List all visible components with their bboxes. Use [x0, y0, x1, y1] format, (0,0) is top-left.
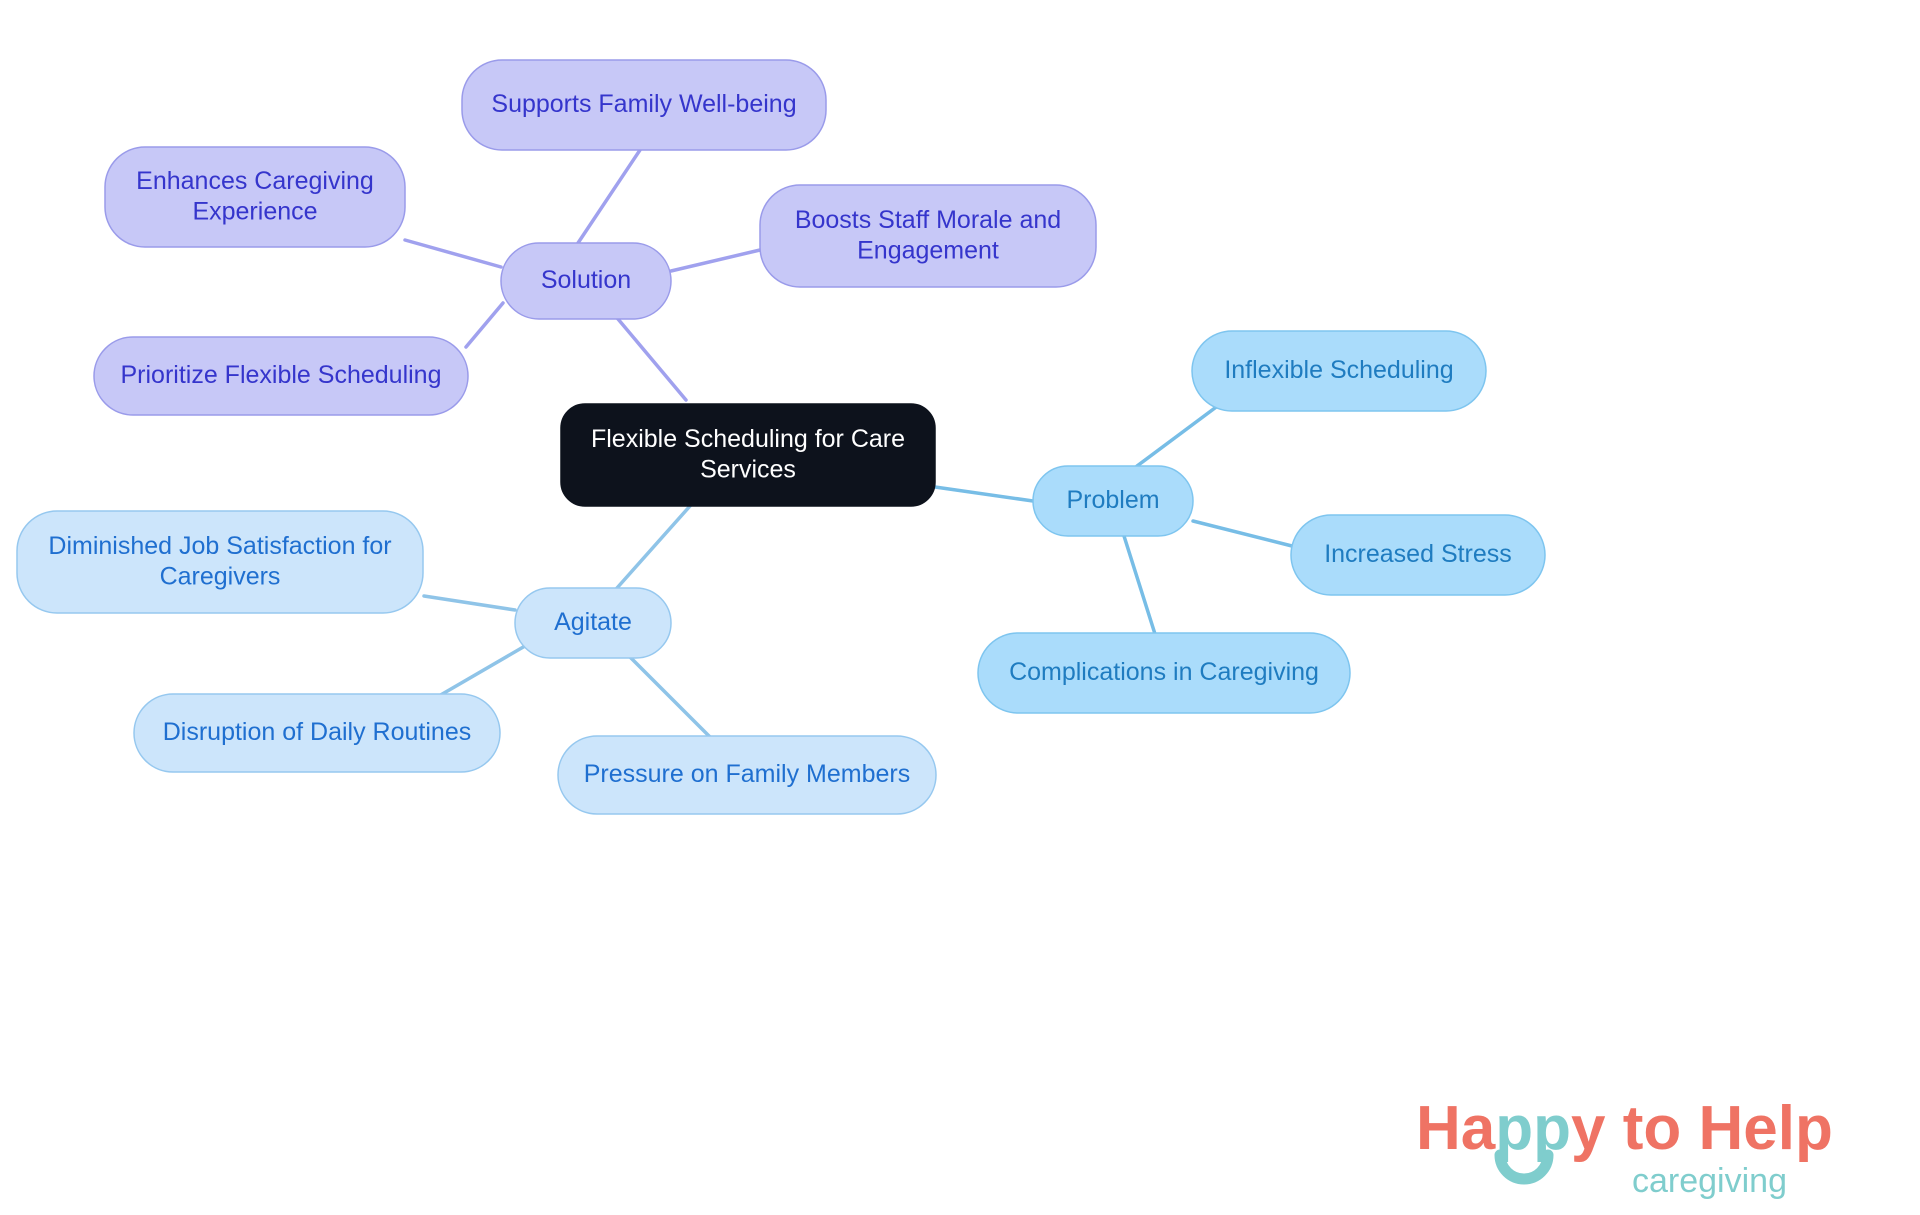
- mindmap-node-complications-in-caregiving[interactable]: Complications in Caregiving: [977, 632, 1351, 714]
- mindmap-edge-root-to-solution: [616, 317, 688, 402]
- mindmap-edge-solution-to-prioritize-flexible-scheduling: [464, 301, 505, 349]
- happy-to-help-logo-svg: Happy to Help caregiving: [1416, 1094, 1833, 1200]
- node-shape: [1191, 330, 1487, 412]
- mindmap-node-prioritize-flexible-scheduling[interactable]: Prioritize Flexible Scheduling: [93, 336, 469, 416]
- mindmap-edge-root-to-problem: [933, 485, 1035, 503]
- node-shape: [93, 336, 469, 416]
- node-label: Inflexible Scheduling: [1224, 356, 1453, 384]
- mindmap-node-agitate[interactable]: Agitate: [514, 587, 672, 659]
- node-shape: [560, 403, 936, 507]
- brand-logo: Happy to Help caregiving: [1416, 1087, 1886, 1207]
- logo-wordmark: Happy to Help: [1416, 1094, 1833, 1163]
- node-label: Agitate: [554, 608, 632, 636]
- mindmap-node-pressure-on-family-members[interactable]: Pressure on Family Members: [557, 735, 937, 815]
- mindmap-node-increased-stress[interactable]: Increased Stress: [1290, 514, 1546, 596]
- node-label: Complications in Caregiving: [1009, 658, 1319, 686]
- smile-arc-icon: [1494, 1149, 1554, 1185]
- mindmap-edge-problem-to-increased-stress: [1191, 519, 1294, 548]
- node-shape: [500, 242, 672, 320]
- node-shape: [461, 59, 827, 151]
- mindmap-edge-solution-to-supports-family-well-being: [576, 148, 642, 245]
- node-shape: [977, 632, 1351, 714]
- mindmap-node-problem[interactable]: Problem: [1032, 465, 1194, 537]
- edge-layer: [403, 148, 1294, 740]
- node-shape: [104, 146, 406, 248]
- node-shape: [1032, 465, 1194, 537]
- logo-text-pp: pp: [1495, 1094, 1571, 1163]
- logo-text-y-to-help: y to Help: [1571, 1094, 1833, 1163]
- mindmap-edge-solution-to-boosts-staff-morale-and-engagement: [669, 248, 762, 273]
- node-shape: [1290, 514, 1546, 596]
- node-label: Disruption of Daily Routines: [163, 718, 471, 746]
- node-shape: [557, 735, 937, 815]
- node-shape: [133, 693, 501, 773]
- node-label: Supports Family Well-being: [491, 90, 796, 118]
- mindmap-node-supports-family-well-being[interactable]: Supports Family Well-being: [461, 59, 827, 151]
- node-label: Solution: [541, 266, 631, 294]
- node-shape: [16, 510, 424, 614]
- mindmap-edge-root-to-agitate: [615, 504, 692, 590]
- mindmap-edge-agitate-to-diminished-job-satisfaction-for-caregivers: [422, 594, 517, 612]
- mindmap-node-solution[interactable]: Solution: [500, 242, 672, 320]
- node-label: Increased Stress: [1324, 540, 1512, 568]
- mindmap-edge-agitate-to-pressure-on-family-members: [628, 655, 713, 740]
- mindmap-edge-agitate-to-disruption-of-daily-routines: [430, 644, 527, 702]
- node-label: Pressure on Family Members: [584, 760, 910, 788]
- mindmap-node-disruption-of-daily-routines[interactable]: Disruption of Daily Routines: [133, 693, 501, 773]
- node-shape: [759, 184, 1097, 288]
- logo-tagline: caregiving: [1632, 1162, 1787, 1200]
- node-shape: [514, 587, 672, 659]
- mindmap-edge-problem-to-complications-in-caregiving: [1122, 534, 1157, 636]
- node-label: Prioritize Flexible Scheduling: [121, 361, 442, 389]
- mindmap-node-inflexible-scheduling[interactable]: Inflexible Scheduling: [1191, 330, 1487, 412]
- logo-text-ha: Ha: [1416, 1094, 1496, 1163]
- mindmap-edge-solution-to-enhances-caregiving-experience: [403, 238, 503, 269]
- node-label: Problem: [1066, 486, 1159, 514]
